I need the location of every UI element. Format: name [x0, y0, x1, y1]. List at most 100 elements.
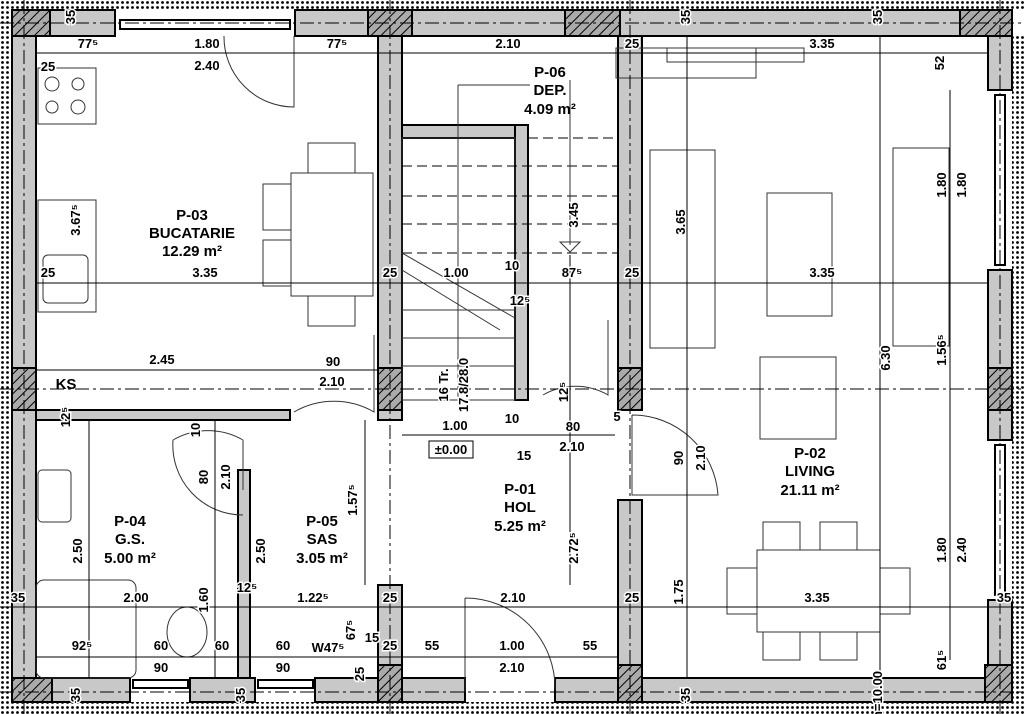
- dimension-label: 1.22⁵: [297, 590, 328, 605]
- svg-text:P-01: P-01: [504, 481, 536, 498]
- dimension-label: 1.00: [499, 638, 524, 653]
- svg-text:5.25 m²: 5.25 m²: [494, 518, 546, 535]
- dimension-label: 12⁵: [556, 382, 571, 403]
- dimension-label: 90: [671, 451, 686, 465]
- dimension-label: 52: [932, 56, 947, 70]
- dimension-label: W47⁵: [312, 640, 345, 655]
- dimension-label: 25: [352, 667, 367, 681]
- dimension-label: 2.10: [559, 439, 584, 454]
- sofa-icon: [649, 149, 716, 349]
- dimension-label: 15: [365, 630, 379, 645]
- dimension-label: 1.56⁵: [934, 334, 949, 365]
- dimension-label: 2.72⁵: [566, 532, 581, 563]
- dimension-label: 1.57⁵: [345, 484, 360, 515]
- armchair-icon: [759, 356, 837, 440]
- dimension-label: 80: [566, 419, 580, 434]
- dimension-label: 77⁵: [78, 36, 99, 51]
- dimension-label: 35: [678, 688, 693, 702]
- dimension-label: 1.80: [194, 36, 219, 51]
- dimension-label: 12⁵: [237, 580, 258, 595]
- dimension-label: 55: [583, 638, 597, 653]
- coffee-table-icon: [766, 192, 833, 317]
- stairs-count-label: 16 Tr.: [436, 368, 451, 401]
- room-p05-label: P-05 SAS 3.05 m²: [296, 513, 348, 567]
- svg-text:P-03: P-03: [176, 207, 208, 224]
- dimension-label: 2.10: [500, 590, 525, 605]
- svg-text:P-05: P-05: [306, 513, 338, 530]
- dimension-label: 2.40: [194, 58, 219, 73]
- dimension-label: 90: [276, 660, 290, 675]
- dimension-label: h=10.00: [870, 671, 885, 714]
- stairs-ratio-label: 17.8/28.0: [456, 358, 471, 412]
- dimension-label: 60: [154, 638, 168, 653]
- dimension-label: 25: [625, 590, 639, 605]
- dimension-label: 1.80: [934, 172, 949, 197]
- svg-text:P-02: P-02: [794, 445, 826, 462]
- svg-text:SAS: SAS: [307, 531, 338, 548]
- staircase: [401, 80, 618, 401]
- sofa-icon: [892, 147, 950, 347]
- svg-text:21.11 m²: 21.11 m²: [780, 482, 839, 499]
- dimension-label: 55: [425, 638, 439, 653]
- level-label: ±0.00: [435, 442, 467, 457]
- dimension-label: 3.67⁵: [68, 204, 83, 235]
- dimension-label: 2.50: [253, 538, 268, 563]
- svg-text:G.S.: G.S.: [115, 531, 145, 548]
- toilet-icon: [166, 606, 208, 658]
- dimension-label: 10: [188, 423, 203, 437]
- dimension-label: 3.35: [809, 36, 834, 51]
- level-marker: [428, 440, 474, 459]
- dimension-label: 35: [11, 590, 25, 605]
- dimension-label: 35: [63, 10, 78, 24]
- dimension-label: 25: [625, 36, 639, 51]
- dimension-label: 10: [505, 258, 519, 273]
- dimension-label: 2.10: [218, 464, 233, 489]
- dimension-label: 5: [613, 409, 620, 424]
- dimension-label: 35: [997, 590, 1011, 605]
- dimension-label: 60: [276, 638, 290, 653]
- dimension-label: 1.80: [954, 172, 969, 197]
- svg-text:DEP.: DEP.: [533, 82, 566, 99]
- dimension-label: 2.00: [123, 590, 148, 605]
- dimension-label: 6.30: [878, 345, 893, 370]
- svg-text:5.00 m²: 5.00 m²: [104, 550, 156, 567]
- dimension-label: 77⁵: [327, 36, 348, 51]
- dimension-label: 3.65: [673, 209, 688, 234]
- doors: [172, 35, 719, 692]
- dimension-label: 3.35: [192, 265, 217, 280]
- dimension-label: 1.60: [196, 587, 211, 612]
- dimension-label: 80: [196, 470, 211, 484]
- dimension-label: 2.50: [70, 538, 85, 563]
- dimension-label: 15: [517, 448, 531, 463]
- dimension-label: 25: [383, 265, 397, 280]
- dimension-label: 1.00: [443, 265, 468, 280]
- dimension-label: 10: [505, 411, 519, 426]
- room-p02-label: P-02 LIVING 21.11 m²: [780, 445, 839, 499]
- dimension-label: 35: [678, 10, 693, 24]
- dimension-label: 60: [215, 638, 229, 653]
- room-p01-label: P-01 HOL 5.25 m²: [494, 481, 546, 535]
- dimension-label: 92⁵: [72, 638, 93, 653]
- dimension-label: 2.10: [319, 374, 344, 389]
- stove-icon: [37, 67, 97, 125]
- dimension-label: 1.80: [934, 537, 949, 562]
- dimension-label: 3.35: [809, 265, 834, 280]
- ks-label: KS: [56, 376, 77, 393]
- dimension-label: 1.75: [671, 579, 686, 604]
- dimension-label: 2.10: [495, 36, 520, 51]
- dimension-label: 2.40: [954, 537, 969, 562]
- dimension-label: 3.35: [804, 590, 829, 605]
- dimension-label: 61⁵: [934, 650, 949, 671]
- dimension-label: 25: [383, 590, 397, 605]
- svg-text:LIVING: LIVING: [785, 463, 835, 480]
- svg-text:P-04: P-04: [114, 513, 146, 530]
- dimension-label: 2.10: [499, 660, 524, 675]
- svg-text:12.29 m²: 12.29 m²: [162, 243, 222, 260]
- dimension-label: 25: [625, 265, 639, 280]
- dimension-label: 25: [41, 59, 55, 74]
- dimension-label: 25: [383, 638, 397, 653]
